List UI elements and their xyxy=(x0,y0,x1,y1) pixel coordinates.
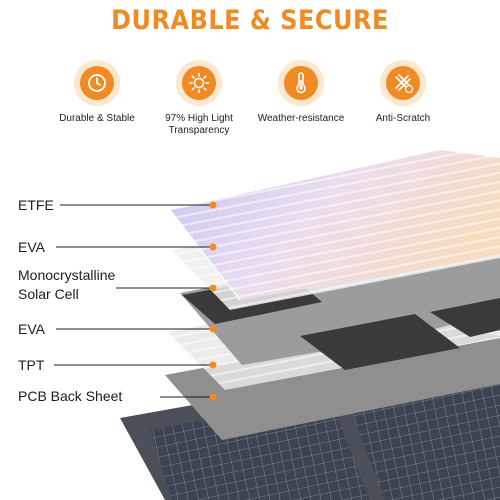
feature-transparency: 97% High Light Transparency xyxy=(144,66,254,137)
layer-label-solar-cell: Monocrystalline Solar Cell xyxy=(18,267,116,302)
layer-markers xyxy=(209,201,217,401)
feature-durable: Durable & Stable xyxy=(42,66,152,125)
feature-scratch: Anti-Scratch xyxy=(348,66,458,125)
leader-lines xyxy=(54,204,212,398)
feature-label: 97% High Light Transparency xyxy=(165,113,233,136)
feature-weather: Weather-resistance xyxy=(246,66,356,125)
layer-label-eva: EVA xyxy=(18,239,45,255)
scratch-icon xyxy=(386,66,420,100)
clock-icon xyxy=(80,66,114,100)
layer-label-etfe: ETFE xyxy=(18,197,54,213)
etfe-layer xyxy=(169,150,500,301)
feature-label: Durable & Stable xyxy=(59,113,135,124)
feature-label: Anti-Scratch xyxy=(375,113,431,124)
feature-label: Weather-resistance xyxy=(257,113,345,124)
layer-label-pcb: PCB Back Sheet xyxy=(18,388,123,404)
layer-label-tpt: TPT xyxy=(18,357,45,373)
sun-icon xyxy=(182,66,216,100)
page-title: DURABLE & SECURE xyxy=(111,4,389,36)
layer-label-eva-2: EVA xyxy=(18,321,45,337)
thermometer-icon xyxy=(284,66,318,100)
